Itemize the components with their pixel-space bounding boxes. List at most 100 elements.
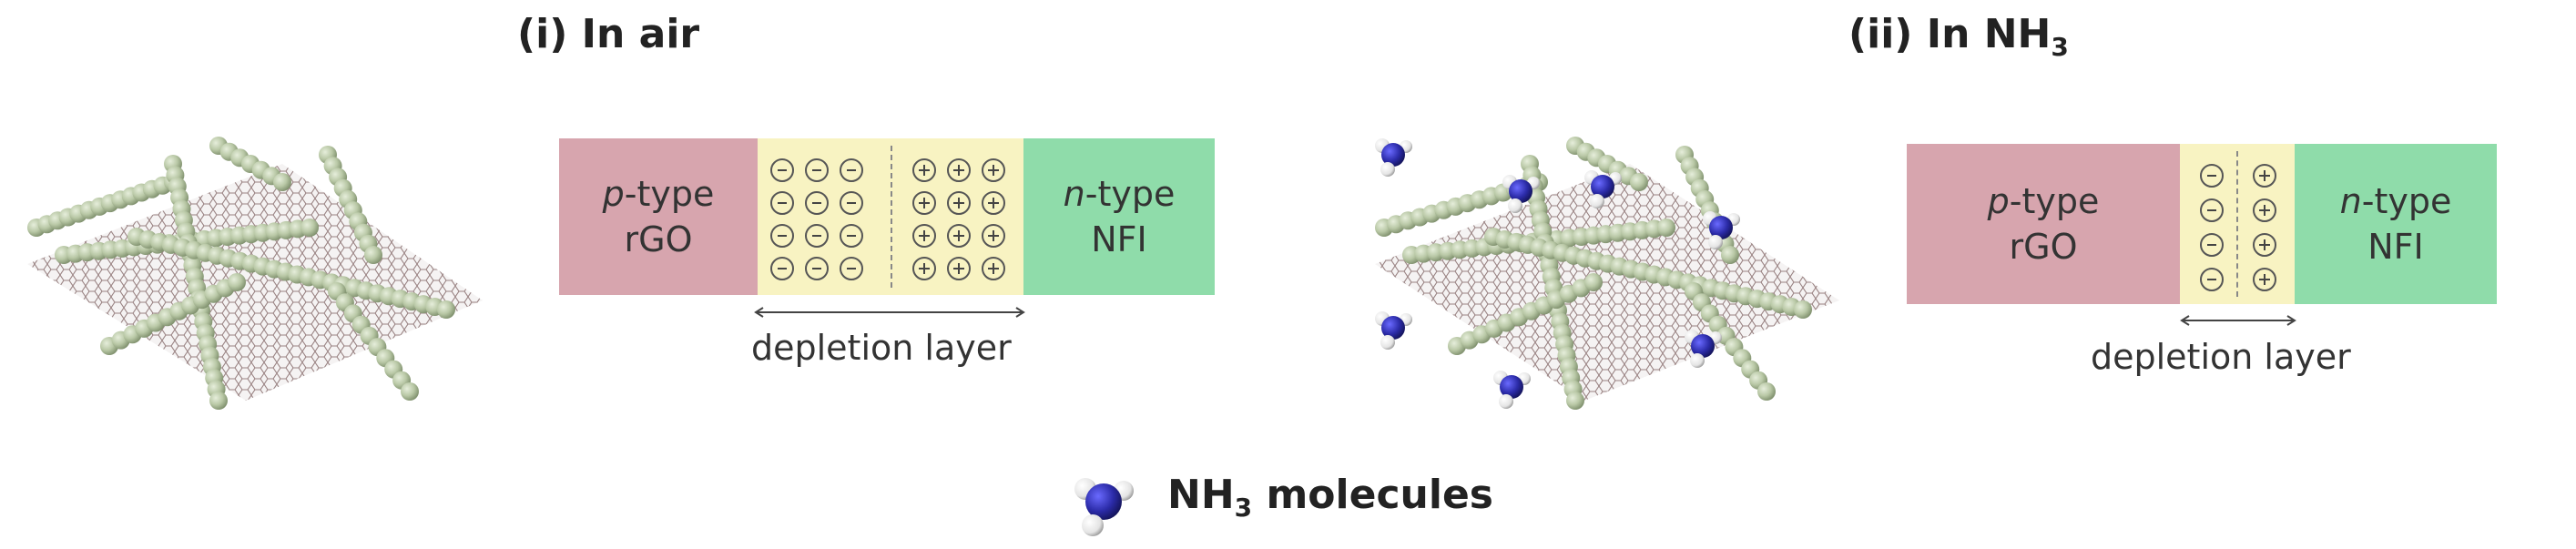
positive-charge-icon bbox=[912, 224, 936, 248]
nitrogen-atom bbox=[1591, 175, 1614, 198]
panel-air-depletion-label: depletion layer bbox=[751, 328, 1012, 368]
p-type-letter: p bbox=[1987, 181, 2010, 221]
nanofiber-network bbox=[27, 137, 455, 410]
nanofiber-sphere bbox=[209, 391, 228, 410]
hydrogen-atom bbox=[1590, 194, 1604, 208]
p-type-material: rGO bbox=[2009, 227, 2078, 267]
nanofiber-sphere bbox=[1721, 246, 1739, 264]
negative-charge-icon bbox=[805, 224, 829, 248]
negative-charge-icon bbox=[770, 224, 794, 248]
n-type-suffix: -type bbox=[2361, 181, 2452, 221]
p-type-letter: p bbox=[602, 174, 625, 214]
positive-charge-icon bbox=[2253, 164, 2276, 188]
hydrogen-atom bbox=[1690, 353, 1705, 368]
negative-charge-icon bbox=[770, 191, 794, 215]
positive-charge-icon bbox=[947, 191, 971, 215]
panel-nh3-depletion-label: depletion layer bbox=[2091, 337, 2351, 377]
positive-charge-icon bbox=[982, 158, 1005, 182]
hydrogen-atom bbox=[1380, 335, 1395, 350]
negative-charge-icon bbox=[2200, 233, 2224, 257]
positive-charge-icon bbox=[912, 257, 936, 280]
junction-boundary-dashed-line bbox=[2236, 151, 2238, 297]
negative-charge-icon bbox=[840, 257, 863, 280]
negative-charge-icon bbox=[2200, 268, 2224, 291]
positive-charge-icon bbox=[912, 158, 936, 182]
nanofiber-sphere bbox=[228, 273, 246, 291]
negative-charge-icon bbox=[2200, 198, 2224, 222]
legend-label: NH3 molecules bbox=[1167, 472, 1493, 523]
p-type-material: rGO bbox=[624, 219, 693, 259]
nitrogen-atom bbox=[1381, 316, 1405, 340]
p-type-region: p-type rGO bbox=[1907, 144, 2180, 304]
n-type-suffix: -type bbox=[1084, 174, 1176, 214]
nanofiber-sphere bbox=[401, 382, 419, 401]
nitrogen-atom bbox=[1709, 216, 1733, 239]
panel-nh3-title-text: (ii) In NH bbox=[1848, 11, 2052, 57]
p-type-suffix: -type bbox=[2009, 181, 2100, 221]
n-type-letter: n bbox=[2339, 181, 2362, 221]
positive-charge-icon bbox=[982, 191, 1005, 215]
nitrogen-atom bbox=[1500, 375, 1523, 399]
negative-charge-icon bbox=[805, 191, 829, 215]
nanofiber-sphere bbox=[1584, 273, 1603, 291]
nanofiber-sphere bbox=[1657, 219, 1675, 237]
panel-air-junction: p-type rGO n-type NFI bbox=[559, 138, 1215, 295]
legend-label-subscript: 3 bbox=[1234, 493, 1253, 523]
nitrogen-atom bbox=[1381, 143, 1405, 167]
n-type-region: n-type NFI bbox=[2295, 144, 2497, 304]
positive-charge-icon bbox=[947, 158, 971, 182]
hydrogen-atom bbox=[1708, 235, 1723, 249]
negative-charge-icon bbox=[805, 158, 829, 182]
negative-charge-icon bbox=[770, 257, 794, 280]
negative-charge-icon bbox=[2200, 164, 2224, 188]
nanofiber-sphere bbox=[300, 219, 319, 237]
adsorbed-nh3-molecules bbox=[1375, 138, 1740, 409]
nanofiber-sphere bbox=[1566, 391, 1584, 410]
negative-charge-icon bbox=[805, 257, 829, 280]
n-type-region: n-type NFI bbox=[1023, 138, 1215, 295]
positive-charge-icon bbox=[947, 257, 971, 280]
depletion-width-arrow bbox=[754, 307, 1025, 318]
junction-boundary-dashed-line bbox=[891, 146, 892, 288]
nanofiber-sphere bbox=[1757, 382, 1776, 401]
nanofiber-sphere bbox=[364, 246, 382, 264]
negative-charge-icon bbox=[840, 224, 863, 248]
negative-charge-icon bbox=[840, 191, 863, 215]
panel-nh3-junction: p-type rGO n-type NFI bbox=[1907, 144, 2497, 304]
p-type-suffix: -type bbox=[624, 174, 715, 214]
nanofiber-sphere bbox=[1794, 300, 1812, 319]
positive-charge-icon bbox=[2253, 198, 2276, 222]
nanofiber-sphere bbox=[273, 173, 291, 191]
legend-label-suffix: molecules bbox=[1252, 472, 1493, 518]
positive-charge-icon bbox=[982, 257, 1005, 280]
panel-nh3-title-subscript: 3 bbox=[2051, 32, 2069, 62]
nh3-molecule-icon bbox=[1074, 478, 1134, 536]
positive-charge-icon bbox=[2253, 233, 2276, 257]
n-type-material: NFI bbox=[1091, 219, 1147, 259]
panel-nh3-title: (ii) In NH3 bbox=[1848, 11, 2069, 62]
panel-air-title: (i) In air bbox=[517, 11, 699, 57]
n-type-material: NFI bbox=[2367, 227, 2424, 267]
hydrogen-atom bbox=[1499, 394, 1513, 409]
hydrogen-atom bbox=[1508, 198, 1522, 213]
legend-label-prefix: NH bbox=[1167, 472, 1235, 518]
p-type-region: p-type rGO bbox=[559, 138, 758, 295]
depletion-region bbox=[758, 138, 1023, 295]
negative-charge-icon bbox=[770, 158, 794, 182]
graphene-sheet bbox=[1375, 164, 1839, 401]
nanofiber-sphere bbox=[1630, 173, 1648, 191]
panel-nh3-molecular-illustration bbox=[1375, 137, 1839, 410]
depletion-region bbox=[2180, 144, 2295, 304]
positive-charge-icon bbox=[947, 224, 971, 248]
positive-charge-icon bbox=[982, 224, 1005, 248]
positive-charge-icon bbox=[912, 191, 936, 215]
negative-charge-icon bbox=[840, 158, 863, 182]
n-type-letter: n bbox=[1063, 174, 1085, 214]
hydrogen-atom bbox=[1380, 162, 1395, 177]
depletion-width-arrow bbox=[2180, 315, 2296, 326]
panel-air-title-text: (i) In air bbox=[517, 11, 700, 57]
panel-air-molecular-illustration bbox=[27, 137, 483, 410]
positive-charge-icon bbox=[2253, 268, 2276, 291]
nanofiber-sphere bbox=[437, 300, 455, 319]
nitrogen-atom bbox=[1509, 179, 1532, 203]
